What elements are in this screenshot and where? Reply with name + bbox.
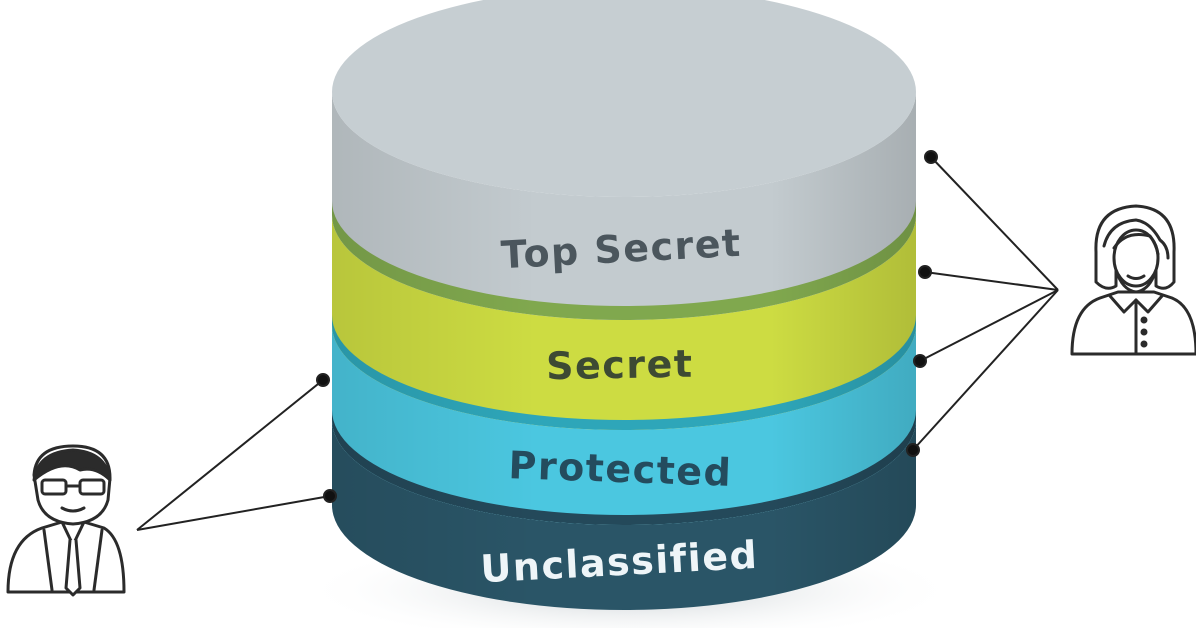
access-dot-protected-left — [316, 373, 330, 387]
access-dot-top-secret — [924, 150, 938, 164]
access-dot-secret — [918, 265, 932, 279]
layer-shade-protected — [332, 325, 916, 525]
access-dot-protected — [913, 354, 927, 368]
access-dot-unclassified — [906, 443, 920, 457]
female-user-connectors — [906, 150, 1059, 457]
layer-shade-secret — [332, 215, 916, 430]
layer-shade-unclassified — [332, 420, 916, 610]
access-dot-unclassified-left — [323, 489, 337, 503]
layer-shade-top-secret — [332, 92, 916, 320]
layer-label-secret: Secret — [546, 342, 694, 389]
male-user-icon — [6, 444, 126, 597]
cylinder-top-face — [332, 0, 916, 197]
male-user-connectors — [136, 373, 337, 531]
layer-label-protected: Protected — [508, 443, 733, 495]
female-user-icon — [1070, 204, 1196, 356]
classification-cylinder — [332, 0, 916, 610]
